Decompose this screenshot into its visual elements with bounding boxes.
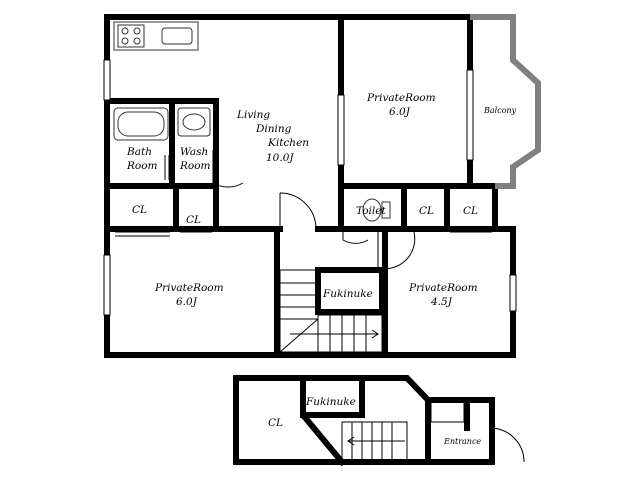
private-room-right-size: 4.5J [430, 296, 453, 308]
balcony-label: Balcony [483, 106, 517, 115]
kitchen-counter [113, 21, 199, 51]
windows [103, 59, 517, 316]
upper-floor-walls [104, 14, 516, 358]
stairs-upper [279, 269, 383, 353]
private-room-top-name: PrivateRoom [366, 92, 436, 104]
wash-label-line1: Wash [180, 146, 208, 158]
closet-lower-label: CL [268, 417, 283, 429]
ldk-label-line3: Kitchen [267, 137, 309, 149]
entrance-label: Entrance [443, 437, 481, 446]
wash-basin [177, 107, 211, 137]
stairs-lower [341, 421, 408, 461]
closet-left-label: CL [132, 204, 147, 216]
closet-small-label: CL [186, 214, 201, 226]
ldk-label-line2: Dining [255, 123, 292, 135]
toilet-label: Toilet [356, 205, 386, 217]
private-room-left-size: 6.0J [176, 296, 198, 308]
private-room-right-name: PrivateRoom [408, 282, 478, 294]
toilet-fixture [362, 198, 391, 222]
ldk-size: 10.0J [266, 152, 294, 164]
lower-floor-walls [233, 375, 495, 467]
private-room-left-name: PrivateRoom [154, 282, 224, 294]
bath-label-line2: Room [126, 160, 158, 172]
room-labels: Living Dining Kitchen 10.0J PrivateRoom … [126, 92, 517, 446]
bath-label-line1: Bath [126, 146, 152, 158]
closet-toilet-label: CL [419, 205, 434, 217]
bathtub [113, 107, 169, 141]
balcony-rail [470, 14, 541, 189]
wash-label-line2: Room [179, 160, 211, 172]
fukinuke-upper-label: Fukinuke [322, 288, 373, 300]
private-room-top-size: 6.0J [389, 106, 411, 118]
sliding-doors [115, 155, 492, 237]
fukinuke-lower-label: Fukinuke [305, 396, 356, 408]
doors [212, 150, 525, 463]
closet-right-label: CL [463, 205, 478, 217]
ldk-label-line1: Living [236, 109, 270, 121]
